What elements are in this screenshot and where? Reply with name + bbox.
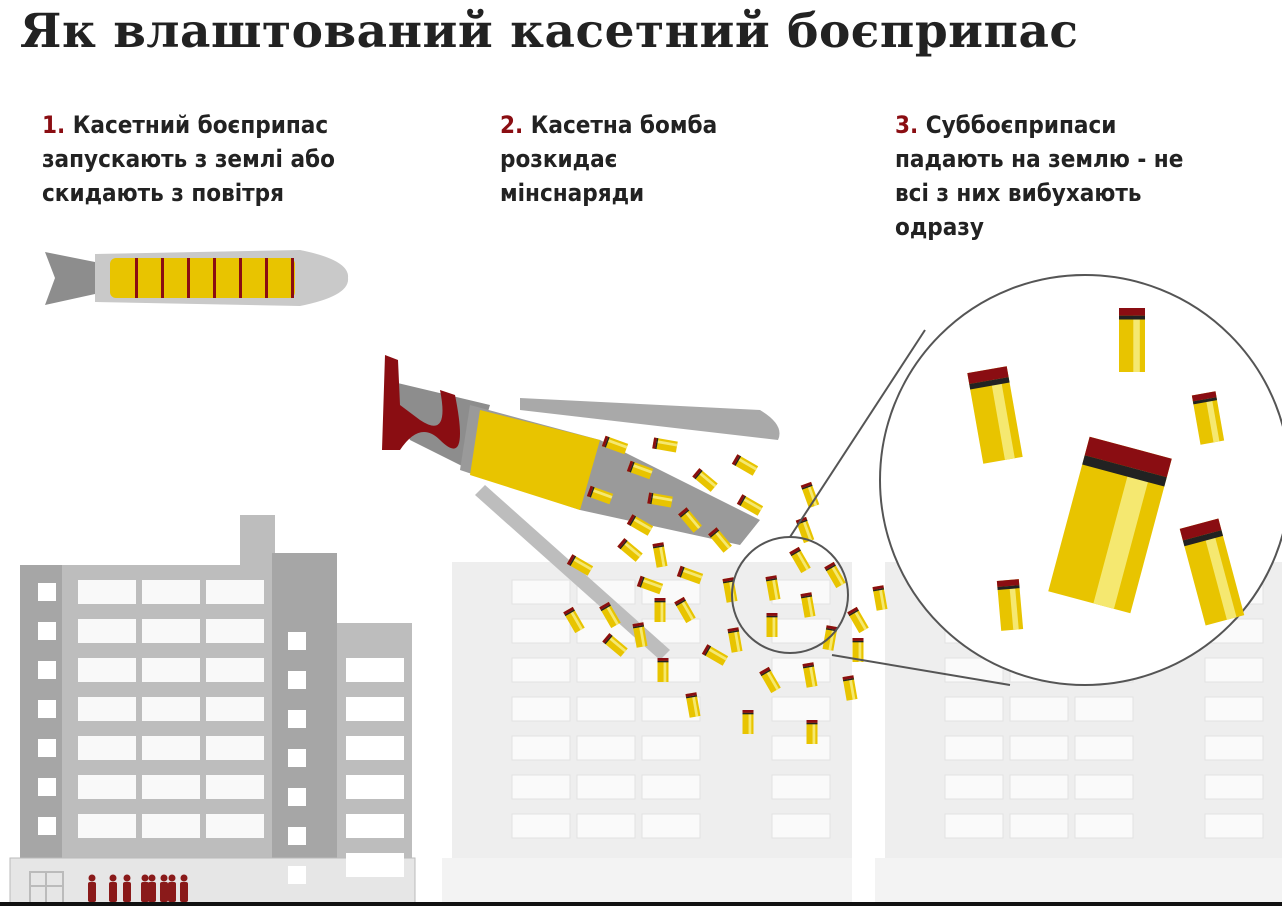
bomblet-icon [676, 565, 704, 585]
bomblet-icon [1119, 308, 1145, 372]
step-3: 3. Суббоєприпаси падають на землю - не в… [895, 108, 1183, 244]
bomblet-icon [802, 662, 818, 688]
bomblet-icon [731, 454, 759, 476]
building-middle [442, 562, 852, 906]
bomblet-icon [636, 575, 664, 595]
bomblet-icon [602, 633, 628, 657]
step-text: скидають з повітря [42, 179, 284, 207]
people-silhouettes [88, 874, 188, 902]
bomblet-icon [800, 592, 816, 618]
bomblet-icon [708, 527, 732, 553]
bomblet-icon [652, 542, 668, 568]
bomblet-icon [632, 622, 648, 648]
bomblet-icon [742, 710, 754, 734]
building-left [9, 515, 416, 906]
step-text: падають на землю - не [895, 145, 1184, 173]
step-text: всі з них вибухають [895, 179, 1142, 207]
step-number: 2. [500, 111, 524, 139]
step-1: 1. Касетний боєприпас запускають з землі… [42, 108, 335, 210]
bottom-rule [0, 902, 1282, 906]
bomblet-icon [789, 546, 811, 574]
bomblet-icon [1048, 436, 1172, 614]
page-title: Як влаштований касетний боєприпас [20, 4, 1079, 59]
bomblet-icon [685, 692, 701, 718]
step-text: Суббоєприпаси [925, 111, 1117, 139]
bomblet-icon [647, 492, 673, 508]
bomblet-icon [652, 437, 678, 453]
bomblets [563, 435, 888, 744]
bomblet-icon [765, 575, 781, 601]
bomblet-icon [674, 596, 696, 624]
step-number: 3. [895, 111, 919, 139]
bomblet-icon [759, 666, 781, 694]
bomblet-icon [766, 613, 778, 637]
cluster-bomb-icon [45, 250, 349, 306]
bomblet-icon [847, 606, 869, 634]
bomblet-icon [852, 638, 864, 662]
step-text: Касетний боєприпас [72, 111, 329, 139]
bomblet-icon [654, 598, 666, 622]
bomblet-icon [806, 720, 818, 744]
bomblet-icon [626, 514, 654, 536]
bomblet-icon [657, 658, 669, 682]
step-text: розкидає [500, 145, 618, 173]
step-text: мінснаряди [500, 179, 645, 207]
bomblet-icon [617, 538, 643, 562]
bomblet-icon [566, 554, 594, 576]
bomblet-icon [626, 460, 654, 480]
bomblet-icon [736, 494, 764, 516]
bomblet-icon [599, 601, 621, 629]
magnified-bomblets [967, 308, 1245, 631]
bomblet-icon [1179, 518, 1245, 626]
bomblet-icon [722, 577, 738, 603]
bomblet-icon [692, 468, 718, 492]
bomblet-icon [996, 579, 1024, 631]
bomblet-icon [601, 435, 629, 455]
step-text: запускають з землі або [42, 145, 335, 173]
bomblet-icon [701, 644, 729, 666]
step-text: одразу [895, 213, 984, 241]
bomblet-icon [678, 507, 702, 533]
bomblet-icon [872, 585, 888, 611]
step-text: Касетна бомба [530, 111, 718, 139]
bomblet-icon [842, 675, 858, 701]
bomblet-icon [563, 606, 585, 634]
bomblet-icon [967, 366, 1023, 464]
bomblet-icon [1191, 391, 1225, 445]
bomblet-icon [727, 627, 743, 653]
bomblet-icon [824, 561, 846, 589]
bomblet-icon [586, 485, 614, 505]
step-number: 1. [42, 111, 66, 139]
step-2: 2. Касетна бомба розкидає мінснаряди [500, 108, 717, 210]
